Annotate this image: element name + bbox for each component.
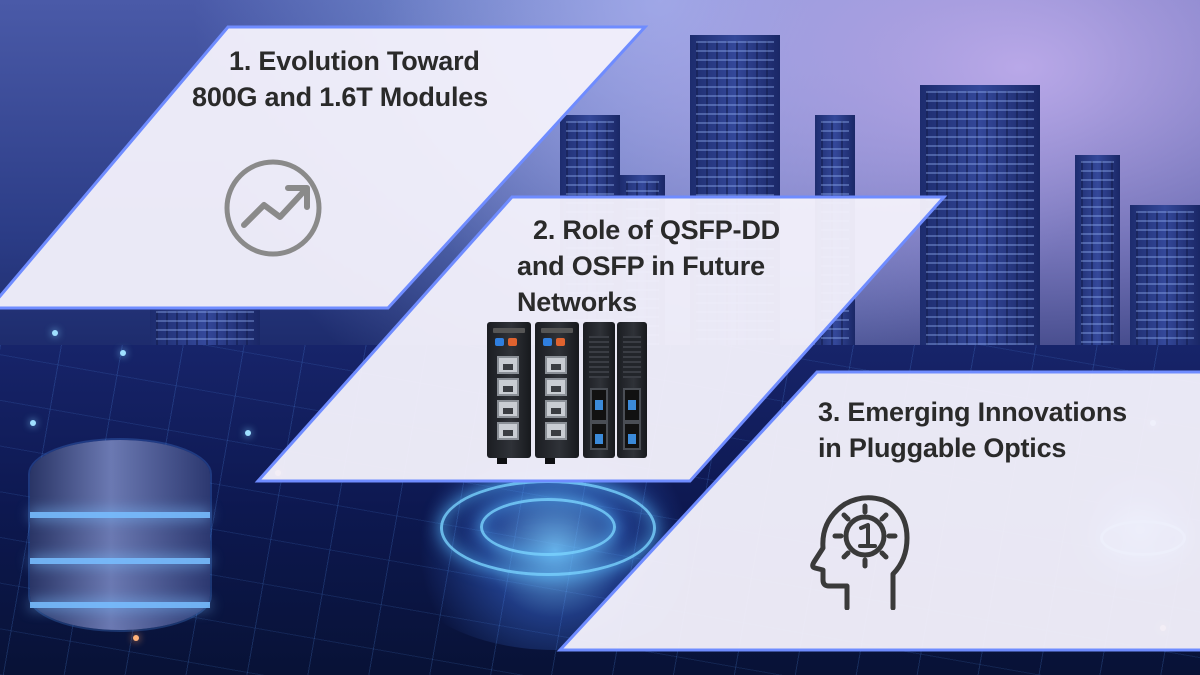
switch-unit [535,322,579,464]
right-ring [1100,520,1186,556]
network-node [30,420,36,426]
switch-unit [617,322,647,458]
panel-3-title-line-1: 3. Emerging Innovations [818,397,1127,427]
network-node [52,330,58,336]
server-cylinder [30,440,210,630]
network-node [1150,420,1156,426]
panel-2-title-line-1: 2. Role of QSFP-DD [533,215,780,245]
network-node [133,635,139,641]
trend-up-icon [224,159,322,257]
network-node [120,350,126,356]
network-node [275,470,281,476]
switch-unit [487,322,531,464]
network-node [245,430,251,436]
panel-1-title-line-2: 800G and 1.6T Modules [192,82,488,112]
network-switch-image [487,322,647,464]
network-node [1160,625,1166,631]
center-ring-inner [480,498,616,556]
panel-1-title-line-1: 1. Evolution Toward [229,46,480,76]
switch-unit [583,322,615,458]
head-innovation-icon [810,495,910,610]
panel-3-title-line-2: in Pluggable Optics [818,433,1067,463]
panel-2-title-line-3: Networks [517,287,637,317]
panel-2-title-line-2: and OSFP in Future [517,251,765,281]
